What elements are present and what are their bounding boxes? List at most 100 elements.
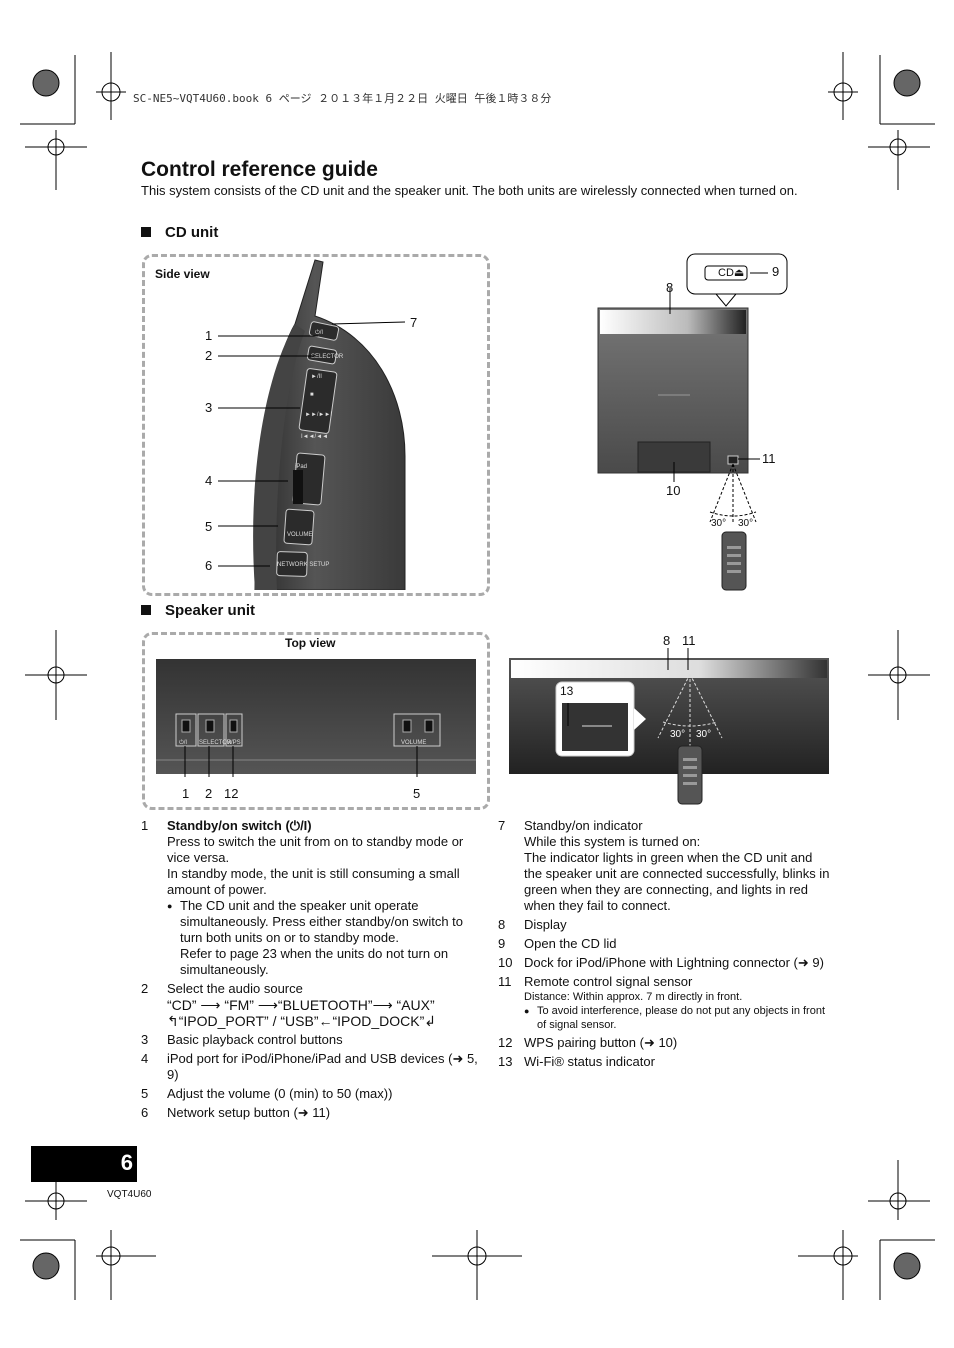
top-view-panel: [142, 632, 490, 810]
list-item: 3 Basic playback control buttons: [141, 1032, 481, 1048]
item-line: Press to switch the unit from on to stan…: [167, 834, 464, 865]
item-text: Open the CD lid: [524, 936, 617, 951]
side-view-panel: [142, 254, 490, 596]
top-btn-wps: WPS: [227, 740, 241, 746]
side-btn-prev: I◄◄/◄◄: [301, 434, 328, 440]
list-item: 5 Adjust the volume (0 (min) to 50 (max)…: [141, 1086, 481, 1102]
item-text: Display: [524, 917, 567, 932]
item-text: Standby/on indicator: [524, 818, 643, 833]
side-btn-next: ►►/►►I: [305, 412, 332, 418]
list-item: 11 Remote control signal sensor Distance…: [498, 974, 833, 1032]
side-label-3: 3: [205, 400, 213, 415]
page-number: 6: [120, 1150, 133, 1175]
flow-cd: “CD”: [167, 997, 197, 1013]
item-text: Wi-Fi® status indicator: [524, 1054, 655, 1069]
top-view-label: Top view: [285, 636, 336, 650]
speaker-angle-left: 30°: [670, 729, 686, 740]
flow-aux: “AUX”: [396, 997, 435, 1013]
intro-text: This system consists of the CD unit and …: [141, 183, 798, 198]
list-item: 6 Network setup button (➜ 11): [141, 1105, 481, 1121]
flow-ipod-usb-dock: “IPOD_PORT” / “USB”←“IPOD_DOCK”: [178, 1013, 425, 1029]
item-number: 9: [498, 936, 506, 951]
source-flow-row-2: ↰“IPOD_PORT” / “USB”←“IPOD_DOCK”↲: [167, 1013, 437, 1029]
item-bullet-extra: Refer to page 23 when the units do not t…: [180, 946, 449, 977]
cd-unit-front-illustration: [597, 253, 788, 591]
list-item: 1 Standby/on switch (⏻/I) Press to switc…: [141, 818, 481, 978]
list-item: 7 Standby/on indicator While this system…: [498, 818, 833, 914]
list-item: 13 Wi-Fi® status indicator: [498, 1054, 833, 1070]
item-note: Distance: Within approx. 7 m directly in…: [524, 991, 743, 1003]
speaker-label-8: 8: [663, 633, 671, 648]
speaker-label-11: 11: [682, 633, 696, 648]
side-btn-selector: SELECTOR: [311, 354, 344, 360]
speaker-unit-heading: Speaker unit: [141, 602, 255, 619]
cd-unit-side-illustration: ⏻/I SELECTOR ►/II ■ ►►/►►I I◄◄/◄◄ iPad V…: [253, 259, 406, 590]
source-flow-row-1: “CD” ⟶ “FM” ⟶“BLUETOOTH”⟶ “AUX”: [167, 997, 435, 1013]
item-text: Remote control signal sensor: [524, 974, 693, 989]
item-number: 6: [141, 1105, 149, 1120]
item-note-bullet: To avoid interference, please do not put…: [524, 1004, 833, 1032]
item-number: 10: [498, 955, 513, 970]
front-label-8: 8: [666, 280, 674, 295]
side-label-6: 6: [205, 558, 213, 573]
speaker-front-illustration: [509, 648, 829, 805]
top-label-1: 1: [182, 786, 190, 801]
flow-fm: “FM”: [224, 997, 254, 1013]
cd-unit-heading-text: CD unit: [165, 224, 219, 241]
footer-code: VQT4U60: [107, 1189, 152, 1200]
speaker-top-illustration: ⏻/I SELECTOR WPS VOLUME: [156, 659, 476, 777]
left-description-list: 1 Standby/on switch (⏻/I) Press to switc…: [141, 818, 481, 1124]
side-btn-stop: ■: [310, 392, 314, 398]
list-item: 4 iPod port for iPod/iPhone/iPad and USB…: [141, 1051, 481, 1083]
item-text: iPod port for iPod/iPhone/iPad and USB d…: [167, 1051, 478, 1082]
side-view-label: Side view: [155, 267, 210, 281]
speaker-label-13: 13: [560, 684, 574, 698]
side-label-4: 4: [205, 473, 213, 488]
speaker-unit-heading-text: Speaker unit: [165, 602, 256, 619]
side-view-leader-lines: [218, 321, 406, 567]
item-text: Basic playback control buttons: [167, 1032, 343, 1047]
item-number: 11: [498, 974, 512, 989]
item-number: 7: [498, 818, 506, 833]
item-number: 12: [498, 1035, 513, 1050]
cd-open-button-label: CD⏏: [718, 267, 745, 279]
side-label-7: 7: [410, 315, 418, 330]
item-number: 5: [141, 1086, 149, 1101]
book-header-meta: SC-NE5~VQT4U60.book 6 ページ ２０１３年１月２２日 火曜日…: [133, 92, 552, 105]
item-number: 13: [498, 1054, 513, 1069]
item-number: 4: [141, 1051, 149, 1066]
flow-bluetooth: “BLUETOOTH”: [277, 997, 373, 1013]
side-label-2: 2: [205, 348, 213, 363]
front-label-10: 10: [666, 483, 681, 498]
item-text: WPS pairing button (➜ 10): [524, 1035, 678, 1050]
front-label-11: 11: [762, 451, 776, 466]
side-btn-volume: VOLUME: [287, 532, 312, 538]
list-item: 10 Dock for iPod/iPhone with Lightning c…: [498, 955, 833, 971]
side-btn-play: ►/II: [311, 374, 322, 380]
top-label-5: 5: [413, 786, 421, 801]
item-text: Select the audio source: [167, 981, 303, 996]
speaker-angle-right: 30°: [696, 729, 712, 740]
item-title: Standby/on switch (⏻/I): [167, 818, 312, 833]
list-item: 12 WPS pairing button (➜ 10): [498, 1035, 833, 1051]
front-label-9: 9: [772, 264, 780, 279]
cd-unit-heading: CD unit: [141, 224, 218, 241]
top-btn-volume: VOLUME: [401, 740, 426, 746]
side-label-1: 1: [205, 328, 213, 343]
page-title: Control reference guide: [141, 158, 378, 181]
item-text: Dock for iPod/iPhone with Lightning conn…: [524, 955, 824, 970]
side-btn-standby: ⏻/I: [315, 329, 323, 336]
page-number-box: 6: [31, 1146, 137, 1182]
cd-angle-left: 30°: [711, 518, 727, 529]
top-btn-standby: ⏻/I: [179, 739, 187, 746]
item-number: 3: [141, 1032, 149, 1047]
side-btn-ipad: iPad: [295, 464, 307, 470]
list-item: 9 Open the CD lid: [498, 936, 833, 952]
cd-angle-right: 30°: [738, 518, 754, 529]
item-number: 1: [141, 818, 149, 833]
item-line: While this system is turned on:: [524, 834, 701, 849]
top-btn-selector: SELECTOR: [199, 740, 232, 746]
top-label-12: 12: [224, 786, 239, 801]
item-bullet: The CD unit and the speaker unit operate…: [167, 898, 481, 946]
